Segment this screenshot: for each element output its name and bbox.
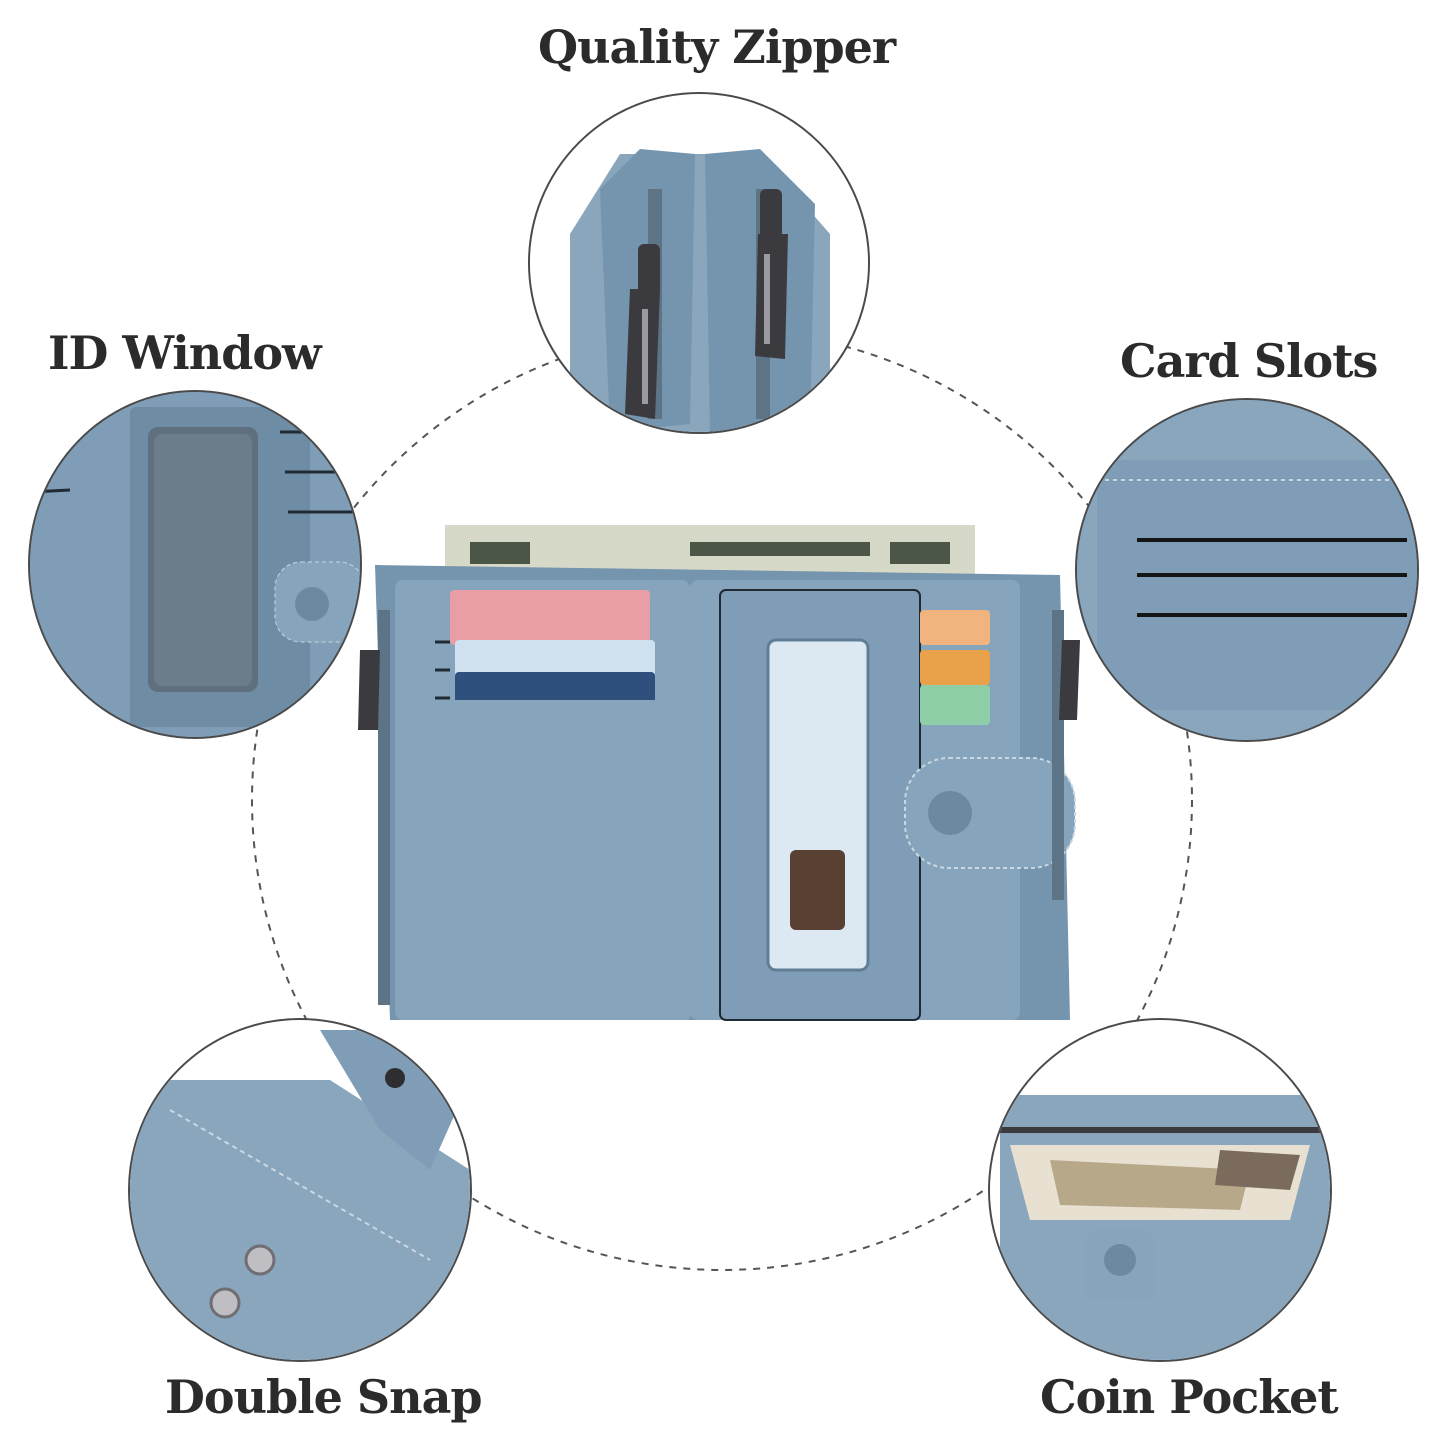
label-card-slots: Card Slots [1120, 334, 1378, 388]
label-double-snap: Double Snap [165, 1370, 483, 1424]
label-quality-zipper: Quality Zipper [538, 20, 896, 74]
coin-pocket-closeup-image [988, 1018, 1332, 1362]
card-slots-closeup-image [1075, 398, 1419, 742]
open-wallet-image [358, 525, 1080, 1021]
id-window-closeup-image [28, 390, 362, 739]
label-coin-pocket: Coin Pocket [1040, 1370, 1339, 1424]
label-id-window: ID Window [48, 326, 322, 380]
zipper-closeup-image [528, 92, 870, 434]
double-snap-closeup-image [128, 1018, 472, 1362]
